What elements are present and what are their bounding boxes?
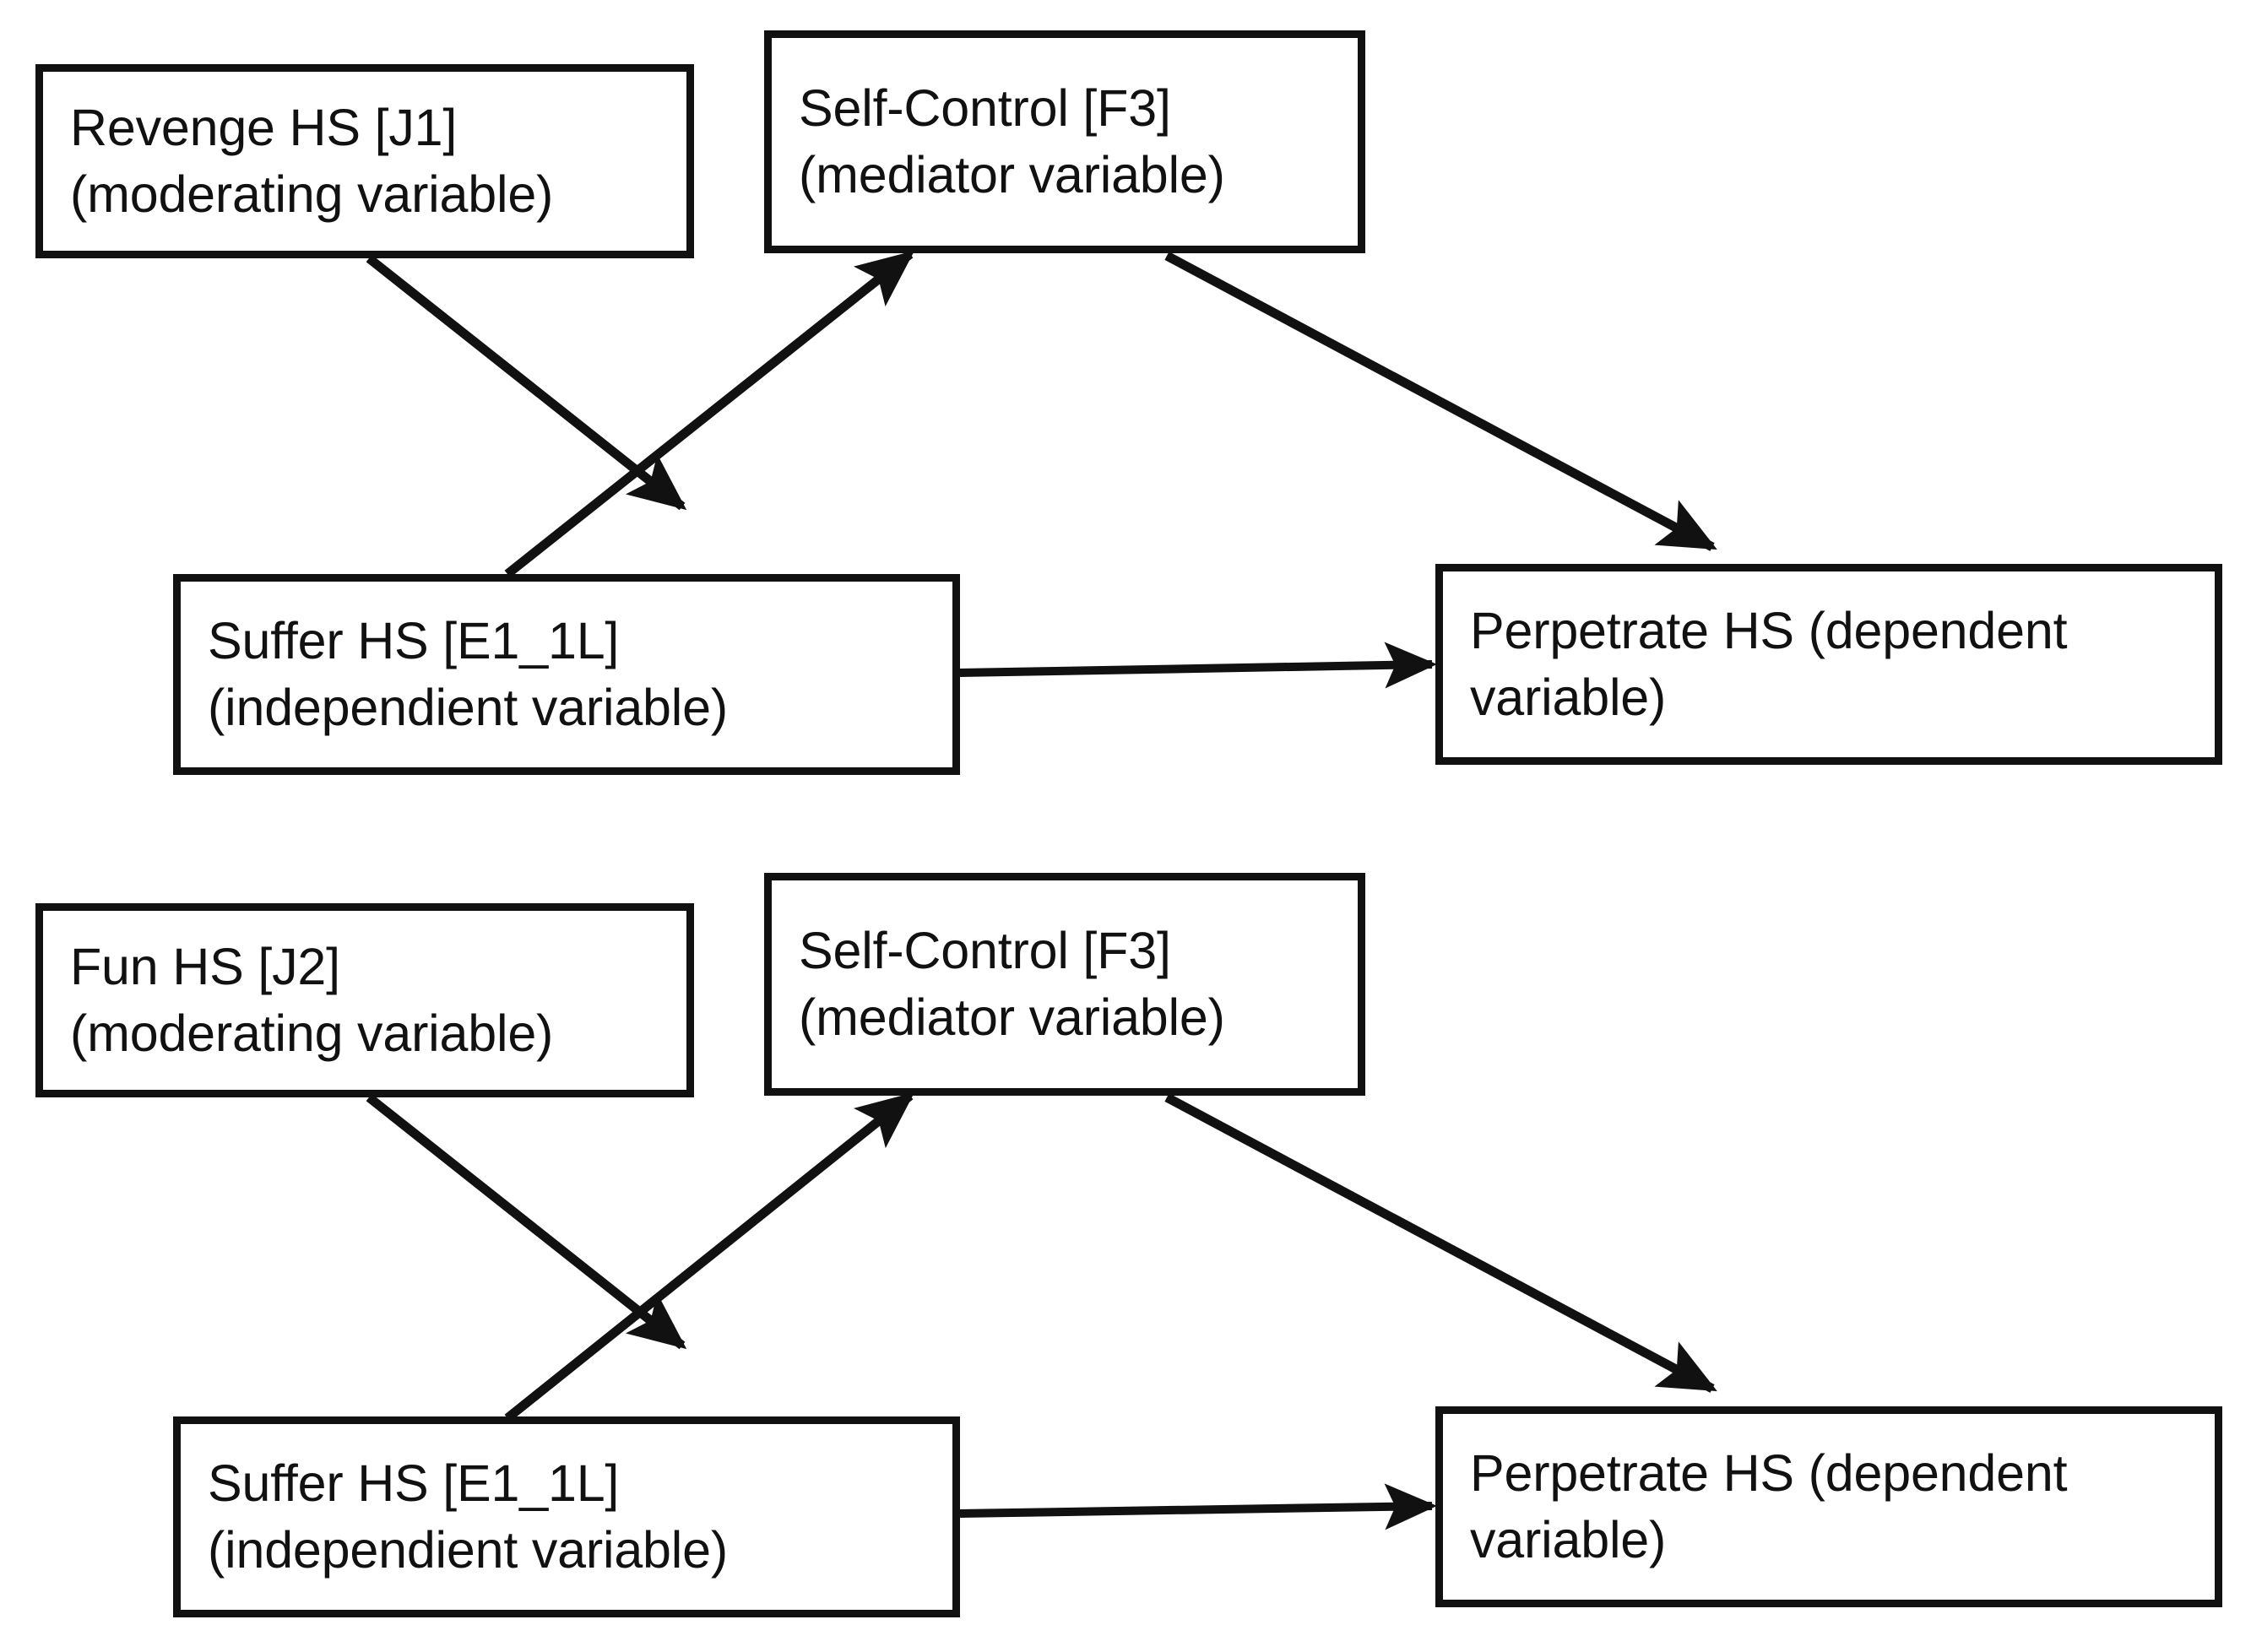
edge-mediator-to-dependent-p1 [1164,252,1717,551]
node-independent-suffer-hs-p2[interactable]: Suffer HS [E1_1L] (independient variable… [173,1416,960,1617]
node-label-line2: variable) [1470,1511,1667,1568]
edge-mediator-to-dependent-p2 [1164,1093,1717,1393]
node-mediator-self-control-p1[interactable]: Self-Control [F3] (mediator variable) [764,30,1365,253]
node-label-line2: variable) [1470,669,1667,726]
edge-independent-to-dependent-p1 [959,642,1437,689]
node-label-line2: (mediator variable) [799,988,1225,1046]
node-label-line2: (moderating variable) [70,165,554,223]
node-moderator-fun-hs[interactable]: Fun HS [J2] (moderating variable) [35,903,694,1097]
node-label-line1: Revenge HS [J1] [70,98,458,156]
node-independent-suffer-hs-p1[interactable]: Suffer HS [E1_1L] (independient variable… [173,574,960,775]
node-label-line1: Self-Control [F3] [799,921,1171,979]
node-mediator-self-control-p2[interactable]: Self-Control [F3] (mediator variable) [764,873,1365,1096]
edge-moderator-to-path-p2 [366,1093,687,1350]
node-label-line2: (mediator variable) [799,146,1225,203]
node-dependent-perpetrate-hs-p1[interactable]: Perpetrate HS (dependent variable) [1435,564,2222,765]
node-label-line2: (independient variable) [208,679,728,736]
edge-independent-to-mediator-p2 [504,1091,915,1422]
node-label-line1: Self-Control [F3] [799,79,1171,137]
node-dependent-perpetrate-hs-p2[interactable]: Perpetrate HS (dependent variable) [1435,1406,2222,1607]
node-label-line1: Fun HS [J2] [70,937,340,995]
node-label-line1: Perpetrate HS (dependent [1470,1443,2068,1502]
node-label-line2: (independient variable) [208,1521,728,1579]
node-label-line1: Perpetrate HS (dependent [1470,601,2068,659]
node-label-line2: (moderating variable) [70,1005,554,1062]
edge-independent-to-dependent-p2 [959,1483,1437,1530]
node-label-line1: Suffer HS [E1_1L] [208,1454,620,1512]
edge-independent-to-mediator-p1 [504,250,915,578]
node-moderator-revenge-hs[interactable]: Revenge HS [J1] (moderating variable) [35,64,694,258]
edge-moderator-to-path-p1 [366,254,687,511]
node-label-line1: Suffer HS [E1_1L] [208,611,620,669]
